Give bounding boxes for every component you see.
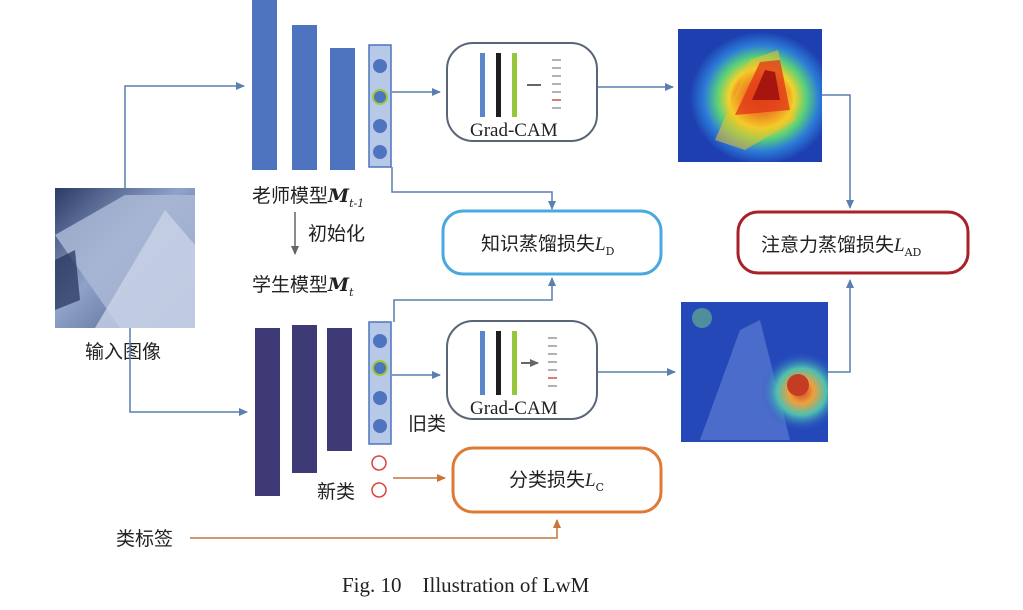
new-class-circle-2 [371,482,387,498]
teacher-attention-heatmap [678,29,822,162]
new-class-label: 新类 [317,481,355,503]
cls-loss-label: 分类损失LC [509,469,604,494]
student-model [255,321,392,496]
kd-loss-label: 知识蒸馏损失LD [481,233,615,258]
teacher-output-layer [368,44,392,168]
gradcam-student-label: Grad-CAM [470,398,558,419]
ad-loss-box: 注意力蒸馏损失LAD [736,210,970,275]
gradcam-teacher [446,42,598,142]
flow-arrows [124,82,854,416]
teacher-model [252,0,392,170]
input-image [55,188,195,328]
class-label-label: 类标签 [116,528,173,550]
student-output-layer [368,321,392,445]
label-arrows [190,474,561,539]
cls-loss-box: 分类损失LC [451,446,663,514]
gradcam-student [446,320,598,420]
kd-loss-box: 知识蒸馏损失LD [441,209,663,276]
teacher-model-label: 老师模型Mt-1 [252,185,364,210]
init-label: 初始化 [308,223,365,245]
new-class-circle-1 [371,455,387,471]
old-class-label: 旧类 [408,413,446,435]
gradcam-teacher-label: Grad-CAM [470,120,558,141]
ad-loss-label: 注意力蒸馏损失LAD [761,234,922,259]
figure-caption: Fig. 10 Illustration of LwM [342,573,590,597]
student-model-label: 学生模型Mt [252,274,354,299]
input-image-label: 输入图像 [85,341,161,363]
student-attention-heatmap [681,302,828,442]
